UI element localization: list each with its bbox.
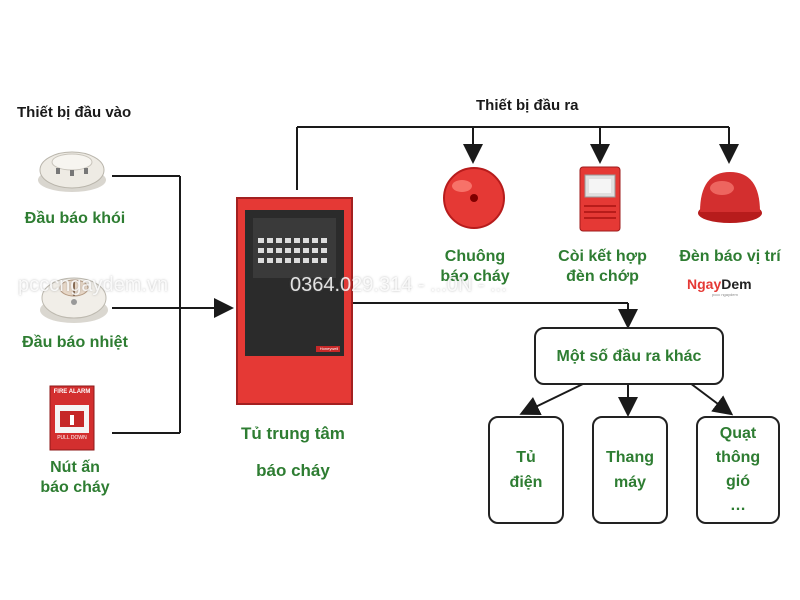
watermark-phone: 0364.029.314 - ...0N - ... [290,274,507,296]
control-panel-icon [236,197,353,405]
electrical-panel-box: Tủ điện [488,416,564,524]
logo-part1: Ngay [687,276,722,292]
panel-label-line2: báo cháy [256,461,330,480]
horn-strobe-label: Còi kết hợp đèn chớp [558,248,647,285]
bell-label: Chuông báo cháy [440,248,510,285]
beacon-label: Đèn báo vị trí [679,248,781,265]
sub-arrow-1 [519,382,586,416]
heat-detector-icon [40,277,108,323]
sub-arrow-3 [689,382,734,416]
call-point-label: Nút ấn báo cháy [40,459,110,496]
beacon-icon [698,172,762,223]
elevator-box: Thang máy [592,416,668,524]
bell-icon [443,167,505,229]
logo-tagline: pccc ngaydem [712,292,738,297]
panel-brand: Honeywell [319,346,339,351]
call-point-sign: FIRE ALARM [53,389,91,395]
logo-part2: Dem [721,276,752,292]
horn-strobe-icon [579,166,621,232]
smoke-detector-icon [38,151,106,192]
call-point-icon [49,385,95,451]
smoke-detector-label: Đầu báo khói [24,210,126,227]
output-header: Thiết bị đầu ra [476,97,579,114]
other-outputs-box: Một số đầu ra khác [534,327,724,385]
call-point-sub: PULL DOWN [57,435,87,441]
heat-detector-label: Đầu báo nhiệt [22,334,128,351]
watermark-site: pcccngaydem.vn [18,274,169,296]
input-header: Thiết bị đầu vào [17,104,132,121]
panel-label-line1: Tủ trung tâm [241,424,345,443]
ventilation-fan-box: Quạt thông gió … [696,416,780,524]
ngaydem-logo: NgayDem [687,276,752,292]
